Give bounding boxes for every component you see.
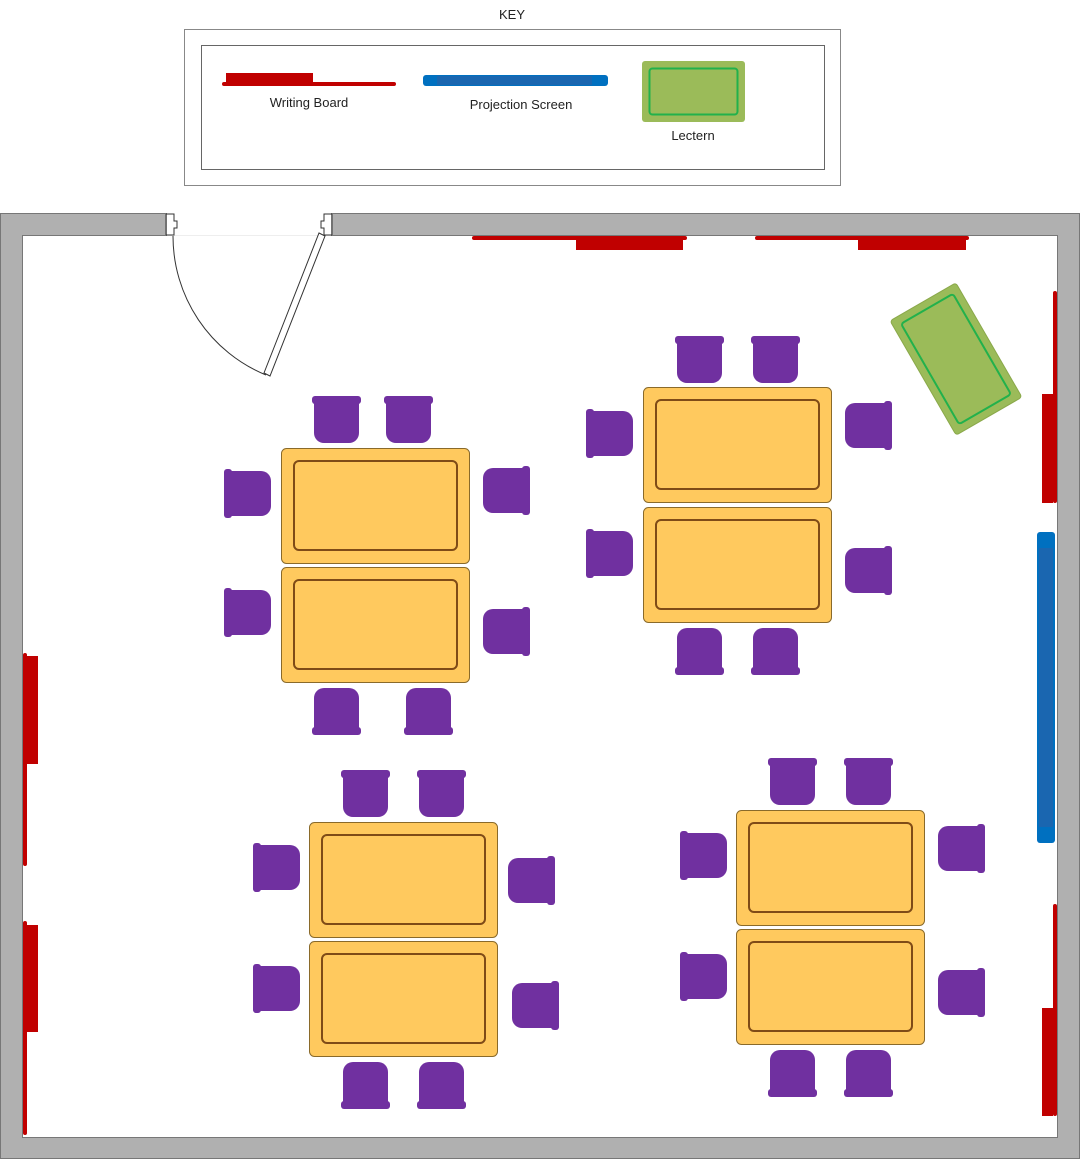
chair: [483, 466, 530, 515]
chair: [751, 628, 800, 675]
writing-board-right-1: [1042, 291, 1057, 503]
chair: [224, 469, 271, 518]
chair: [844, 758, 893, 805]
key-title: KEY: [499, 7, 525, 22]
projection-screen-icon: [423, 75, 608, 86]
writing-board-top-1: [472, 236, 687, 250]
chair: [768, 758, 817, 805]
chair: [341, 1062, 390, 1109]
chair: [751, 336, 800, 383]
chair: [675, 336, 724, 383]
table: [309, 941, 498, 1057]
furniture: [224, 336, 985, 1109]
chair: [586, 529, 633, 578]
chair: [768, 1050, 817, 1097]
chair: [845, 546, 892, 595]
table: [736, 810, 925, 926]
chair: [844, 1050, 893, 1097]
lectern-icon: [642, 61, 745, 122]
chair: [417, 770, 466, 817]
table: [736, 929, 925, 1045]
table-group-1: [224, 396, 530, 735]
table: [309, 822, 498, 938]
key-label-projection-screen: Projection Screen: [470, 97, 573, 112]
chair: [253, 843, 300, 892]
chair: [224, 588, 271, 637]
table-group-4: [680, 758, 985, 1097]
table-group-2: [586, 336, 892, 675]
chair: [586, 409, 633, 458]
chair: [483, 607, 530, 656]
chair: [253, 964, 300, 1013]
chair: [680, 831, 727, 880]
writing-board-icon: [222, 73, 396, 86]
table: [281, 448, 470, 564]
writing-board-right-2: [1042, 904, 1057, 1116]
key-legend: KEY Writing Board Projection Screen Lect…: [184, 7, 841, 186]
writing-board-left-2: [23, 921, 38, 1135]
chair: [680, 952, 727, 1001]
key-label-lectern: Lectern: [671, 128, 714, 143]
chair: [341, 770, 390, 817]
chair: [675, 628, 724, 675]
table: [281, 567, 470, 683]
chair: [938, 824, 985, 873]
chair: [938, 968, 985, 1017]
projection-screen: [1037, 532, 1055, 843]
chair: [312, 396, 361, 443]
chair: [312, 688, 361, 735]
table: [643, 387, 832, 503]
door[interactable]: [165, 213, 333, 377]
chair: [404, 688, 453, 735]
chair: [508, 856, 555, 905]
writing-board-top-2: [755, 236, 969, 250]
chair: [417, 1062, 466, 1109]
chair: [512, 981, 559, 1030]
lectern: [890, 283, 1022, 435]
chair: [845, 401, 892, 450]
writing-boards: [23, 236, 1057, 1135]
key-label-writing-board: Writing Board: [270, 95, 349, 110]
chair: [384, 396, 433, 443]
writing-board-left-1: [23, 653, 38, 866]
table-group-3: [253, 770, 559, 1109]
table: [643, 507, 832, 623]
